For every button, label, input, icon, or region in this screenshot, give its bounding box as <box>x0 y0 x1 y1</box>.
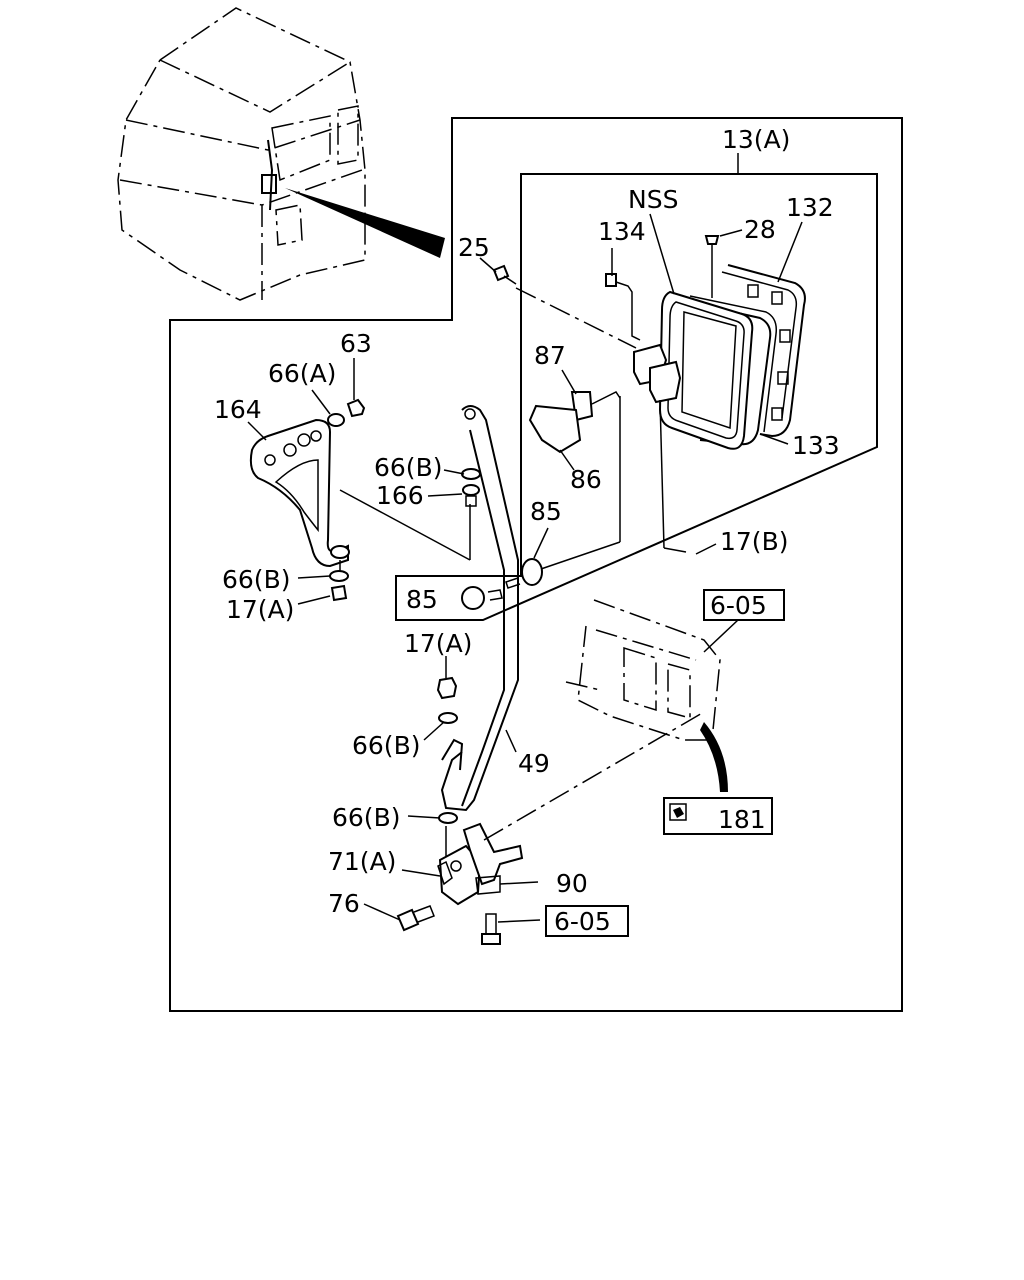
label-181: 181 <box>718 805 766 834</box>
bolt-25 <box>492 264 637 349</box>
body-panel-illustration <box>565 599 739 792</box>
label-63: 63 <box>340 329 372 358</box>
lower-mount-hardware <box>396 676 705 945</box>
label-133: 133 <box>792 431 840 460</box>
label-49: 49 <box>518 749 550 778</box>
tag-icon <box>673 807 684 818</box>
label-85-top: 85 <box>530 497 562 526</box>
leader-lines <box>247 213 803 921</box>
arm-49 <box>440 405 543 812</box>
mirror-head <box>605 229 806 553</box>
label-90: 90 <box>556 869 588 898</box>
label-13a: 13(A) <box>722 125 790 154</box>
label-605-bot: 6-05 <box>554 907 611 936</box>
label-66b-2: 66(B) <box>222 565 290 594</box>
main-frame <box>169 117 903 1012</box>
label-85-box: 85 <box>406 585 438 614</box>
label-605-top: 6-05 <box>710 591 767 620</box>
label-66a: 66(A) <box>268 359 336 388</box>
label-66b-3: 66(B) <box>352 731 420 760</box>
label-box-605-top <box>703 589 785 621</box>
label-164: 164 <box>214 395 262 424</box>
label-76: 76 <box>328 889 360 918</box>
label-71a: 71(A) <box>328 847 396 876</box>
label-nss: NSS <box>628 185 678 214</box>
clip-86-87 <box>528 391 621 571</box>
label-28: 28 <box>744 215 776 244</box>
truck-cab-illustration <box>117 7 445 301</box>
subframe-13a <box>395 173 878 621</box>
label-25: 25 <box>458 233 490 262</box>
label-86: 86 <box>570 465 602 494</box>
icon-box-181 <box>669 803 687 821</box>
label-17a-2: 17(A) <box>404 629 472 658</box>
label-134: 134 <box>598 217 646 246</box>
label-17a-1: 17(A) <box>226 595 294 624</box>
label-87: 87 <box>534 341 566 370</box>
label-132: 132 <box>786 193 834 222</box>
label-66b-1: 66(B) <box>374 453 442 482</box>
label-17b: 17(B) <box>720 527 788 556</box>
detail-pointer <box>285 188 445 258</box>
label-66b-4: 66(B) <box>332 803 400 832</box>
label-box-181 <box>663 797 773 835</box>
label-box-605-bot <box>545 905 629 937</box>
bracket-164 <box>249 398 471 602</box>
label-166: 166 <box>376 481 424 510</box>
